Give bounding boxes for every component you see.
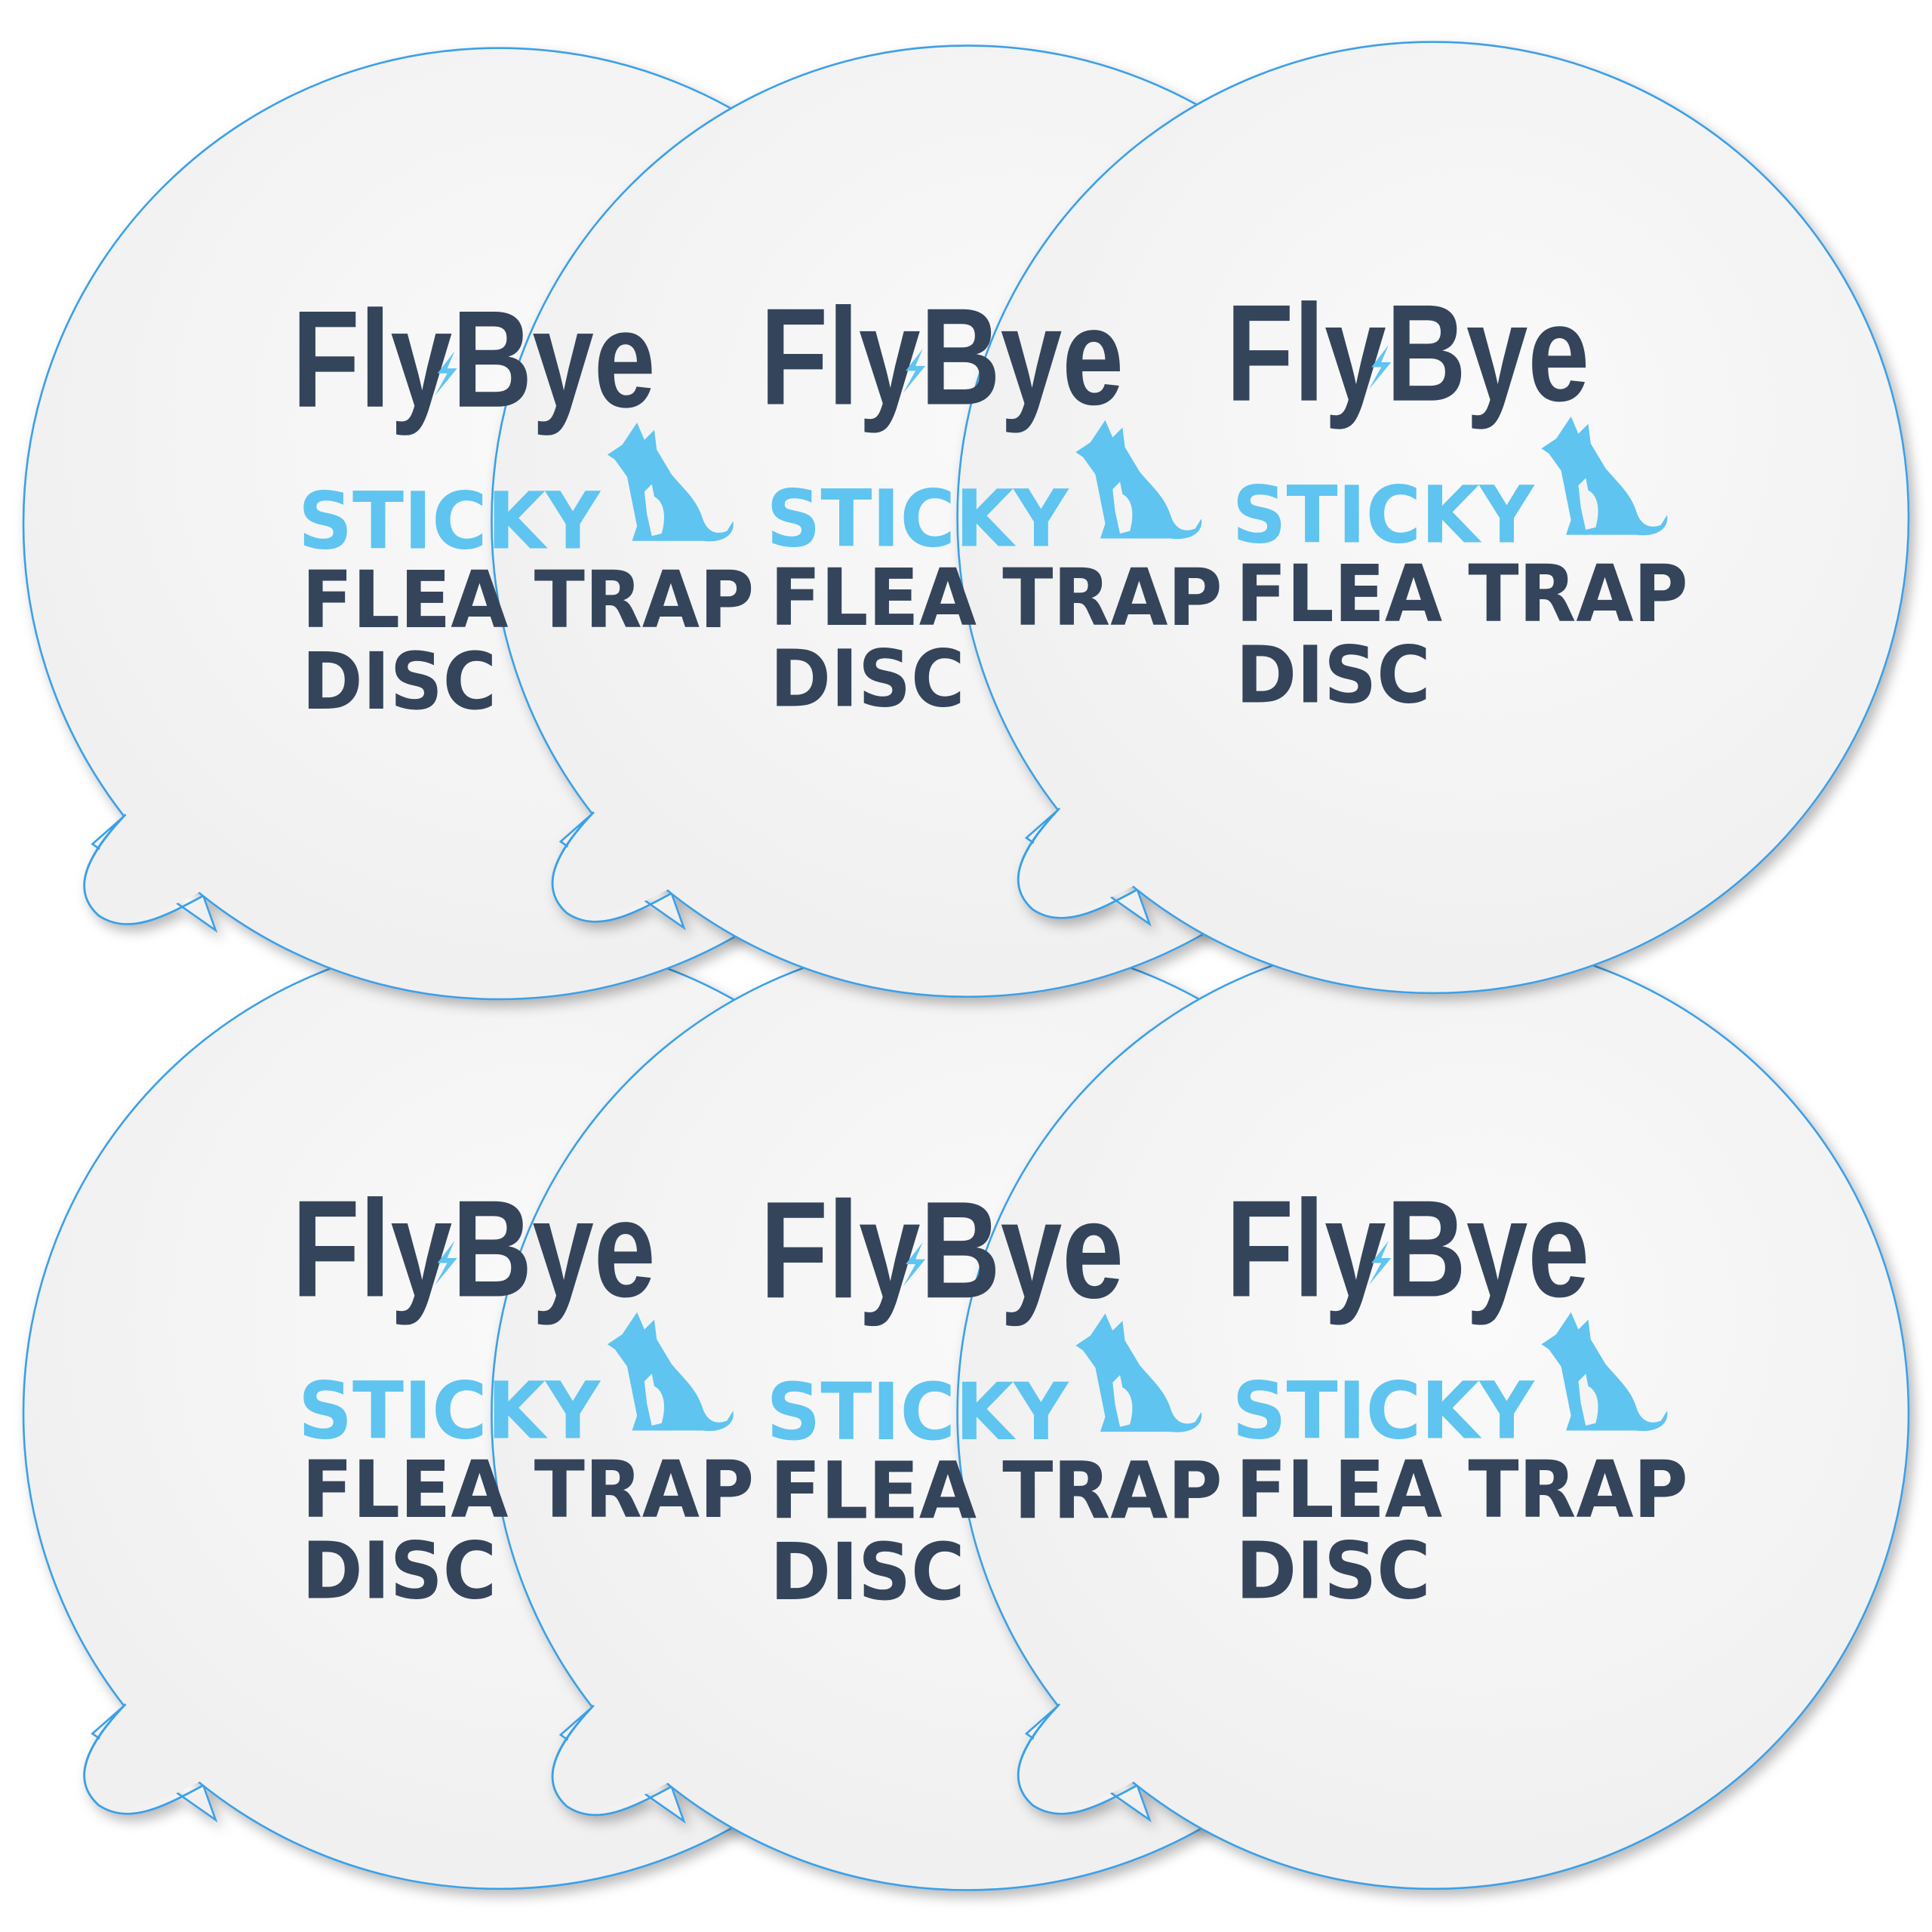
flea-trap-label: FLEA TRAP <box>1236 548 1688 640</box>
sticky-label: STICKY <box>298 475 601 568</box>
sticky-label: STICKY <box>298 1364 601 1457</box>
flea-trap-disc <box>956 41 1910 995</box>
cat-silhouette-cutout <box>644 1374 664 1426</box>
sticky-label: STICKY <box>767 1366 1069 1458</box>
disc-body <box>956 41 1910 995</box>
dog-cat-silhouette-icon <box>1075 1313 1202 1432</box>
flea-trap-label: FLEA TRAP <box>302 1444 754 1536</box>
disc-pull-tab-fill <box>558 811 668 915</box>
disc-label: DISC <box>770 1526 964 1618</box>
disc-label: DISC <box>1236 629 1431 721</box>
lightning-bolt-icon <box>903 1241 926 1287</box>
disc-layer <box>22 41 1910 1891</box>
brand-logo-text: FlyBye <box>760 1172 1124 1327</box>
flea-trap-disc <box>956 937 1910 1890</box>
disc-label: DISC <box>770 633 964 725</box>
disc-pull-tab-fill <box>91 814 200 917</box>
disc-pull-tab-fill <box>1024 1703 1134 1807</box>
cat-silhouette-cutout <box>1112 1375 1133 1427</box>
dog-cat-silhouette-icon <box>607 423 734 542</box>
cat-silhouette-cutout <box>1578 1374 1598 1426</box>
disc-pull-tab-outline <box>83 1703 205 1815</box>
lightning-bolt-icon <box>1368 1241 1392 1285</box>
brand-logo-text: FlyBye <box>292 1171 656 1326</box>
flea-trap-label: FLEA TRAP <box>302 554 754 646</box>
disc-pull-tab-outline <box>551 1704 672 1817</box>
dog-cat-silhouette-icon <box>1541 416 1668 536</box>
sticky-label: STICKY <box>1232 469 1535 561</box>
lightning-bolt-icon <box>1368 345 1392 389</box>
disc-pull-tab-outline <box>83 814 205 925</box>
dog-cat-silhouette-icon <box>1075 420 1202 540</box>
disc-label: DISC <box>1236 1525 1431 1617</box>
disc-pull-tab-outline <box>551 811 672 923</box>
cat-silhouette-cutout <box>1578 478 1598 531</box>
disc-pull-tab-fill <box>558 1705 668 1808</box>
sticky-label: STICKY <box>767 472 1069 565</box>
disc-label: DISC <box>302 635 497 728</box>
flea-trap-label: FLEA TRAP <box>770 552 1222 644</box>
lightning-bolt-icon <box>435 1241 457 1285</box>
lightning-bolt-icon <box>903 349 926 393</box>
disc-pull-tab-fill <box>91 1703 200 1807</box>
sticky-label: STICKY <box>1232 1364 1535 1457</box>
cat-silhouette-cutout <box>644 484 664 537</box>
disc-pull-tab-fill <box>1024 808 1134 911</box>
lightning-bolt-icon <box>435 351 457 396</box>
brand-logo-text: FlyBye <box>1226 1171 1589 1326</box>
cat-silhouette-cutout <box>1112 481 1133 534</box>
disc-label: DISC <box>302 1525 497 1617</box>
dog-cat-silhouette-icon <box>1541 1312 1668 1432</box>
flea-trap-label: FLEA TRAP <box>1236 1444 1688 1536</box>
brand-logo-text: FlyBye <box>1226 275 1589 430</box>
flea-trap-label: FLEA TRAP <box>770 1444 1222 1537</box>
brand-logo-text: FlyBye <box>760 279 1124 434</box>
dog-cat-silhouette-icon <box>607 1312 734 1432</box>
disc-pull-tab-outline <box>1017 1703 1138 1815</box>
disc-pull-tab-outline <box>1017 808 1138 919</box>
brand-logo-text: FlyBye <box>292 281 656 436</box>
